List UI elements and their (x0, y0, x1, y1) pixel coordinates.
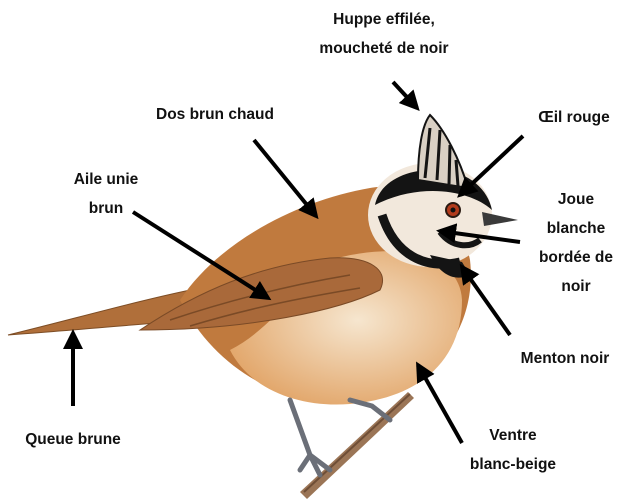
label-cheek: Joue blanche bordée de noir (526, 185, 626, 301)
label-belly-line-2: blanc-beige (455, 450, 571, 479)
label-chin: Menton noir (506, 344, 624, 373)
label-eye-line-1: Œil rouge (524, 103, 624, 132)
label-tail: Queue brune (8, 425, 138, 454)
beak (482, 212, 518, 226)
label-cheek-line-3: bordée de (526, 243, 626, 272)
label-wing-line-1: Aile unie (46, 165, 166, 194)
head (368, 115, 518, 278)
label-back: Dos brun chaud (140, 100, 290, 129)
label-crest-line-2: moucheté de noir (300, 34, 468, 63)
back-arrow (254, 140, 316, 216)
label-belly-line-1: Ventre (455, 421, 571, 450)
crest-arrow (393, 82, 417, 108)
label-crest-line-1: Huppe effilée, (300, 5, 468, 34)
label-cheek-line-1: Joue (526, 185, 626, 214)
eye-arrow (460, 136, 523, 195)
label-belly: Ventre blanc-beige (455, 421, 571, 479)
label-crest: Huppe effilée, moucheté de noir (300, 5, 468, 63)
label-tail-line-1: Queue brune (8, 425, 138, 454)
label-wing: Aile unie brun (46, 165, 166, 223)
chin-arrow (462, 267, 510, 335)
label-back-line-1: Dos brun chaud (140, 100, 290, 129)
label-cheek-line-2: blanche (526, 214, 626, 243)
label-chin-line-1: Menton noir (506, 344, 624, 373)
label-cheek-line-4: noir (526, 272, 626, 301)
label-eye: Œil rouge (524, 103, 624, 132)
branch (300, 392, 414, 499)
label-wing-line-2: brun (46, 194, 166, 223)
